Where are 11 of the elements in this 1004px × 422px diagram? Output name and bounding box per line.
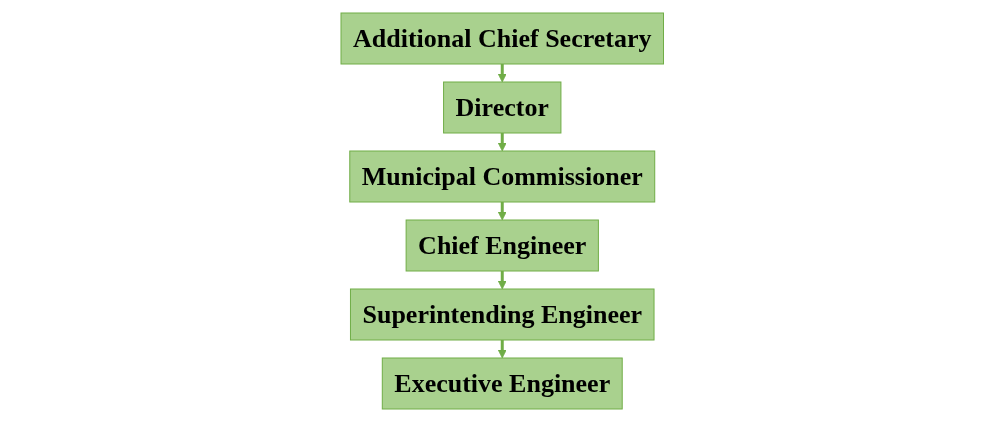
arrow <box>497 202 507 221</box>
node-box: Municipal Commissioner <box>349 150 655 203</box>
node-box: Chief Engineer <box>405 219 599 272</box>
node-box: Superintending Engineer <box>349 288 655 341</box>
arrow <box>497 340 507 359</box>
arrow <box>497 271 507 290</box>
node-box: Executive Engineer <box>381 357 623 410</box>
arrow <box>497 133 507 152</box>
node-box: Director <box>442 81 562 134</box>
node-box: Additional Chief Secretary <box>340 12 664 65</box>
arrow <box>497 64 507 83</box>
